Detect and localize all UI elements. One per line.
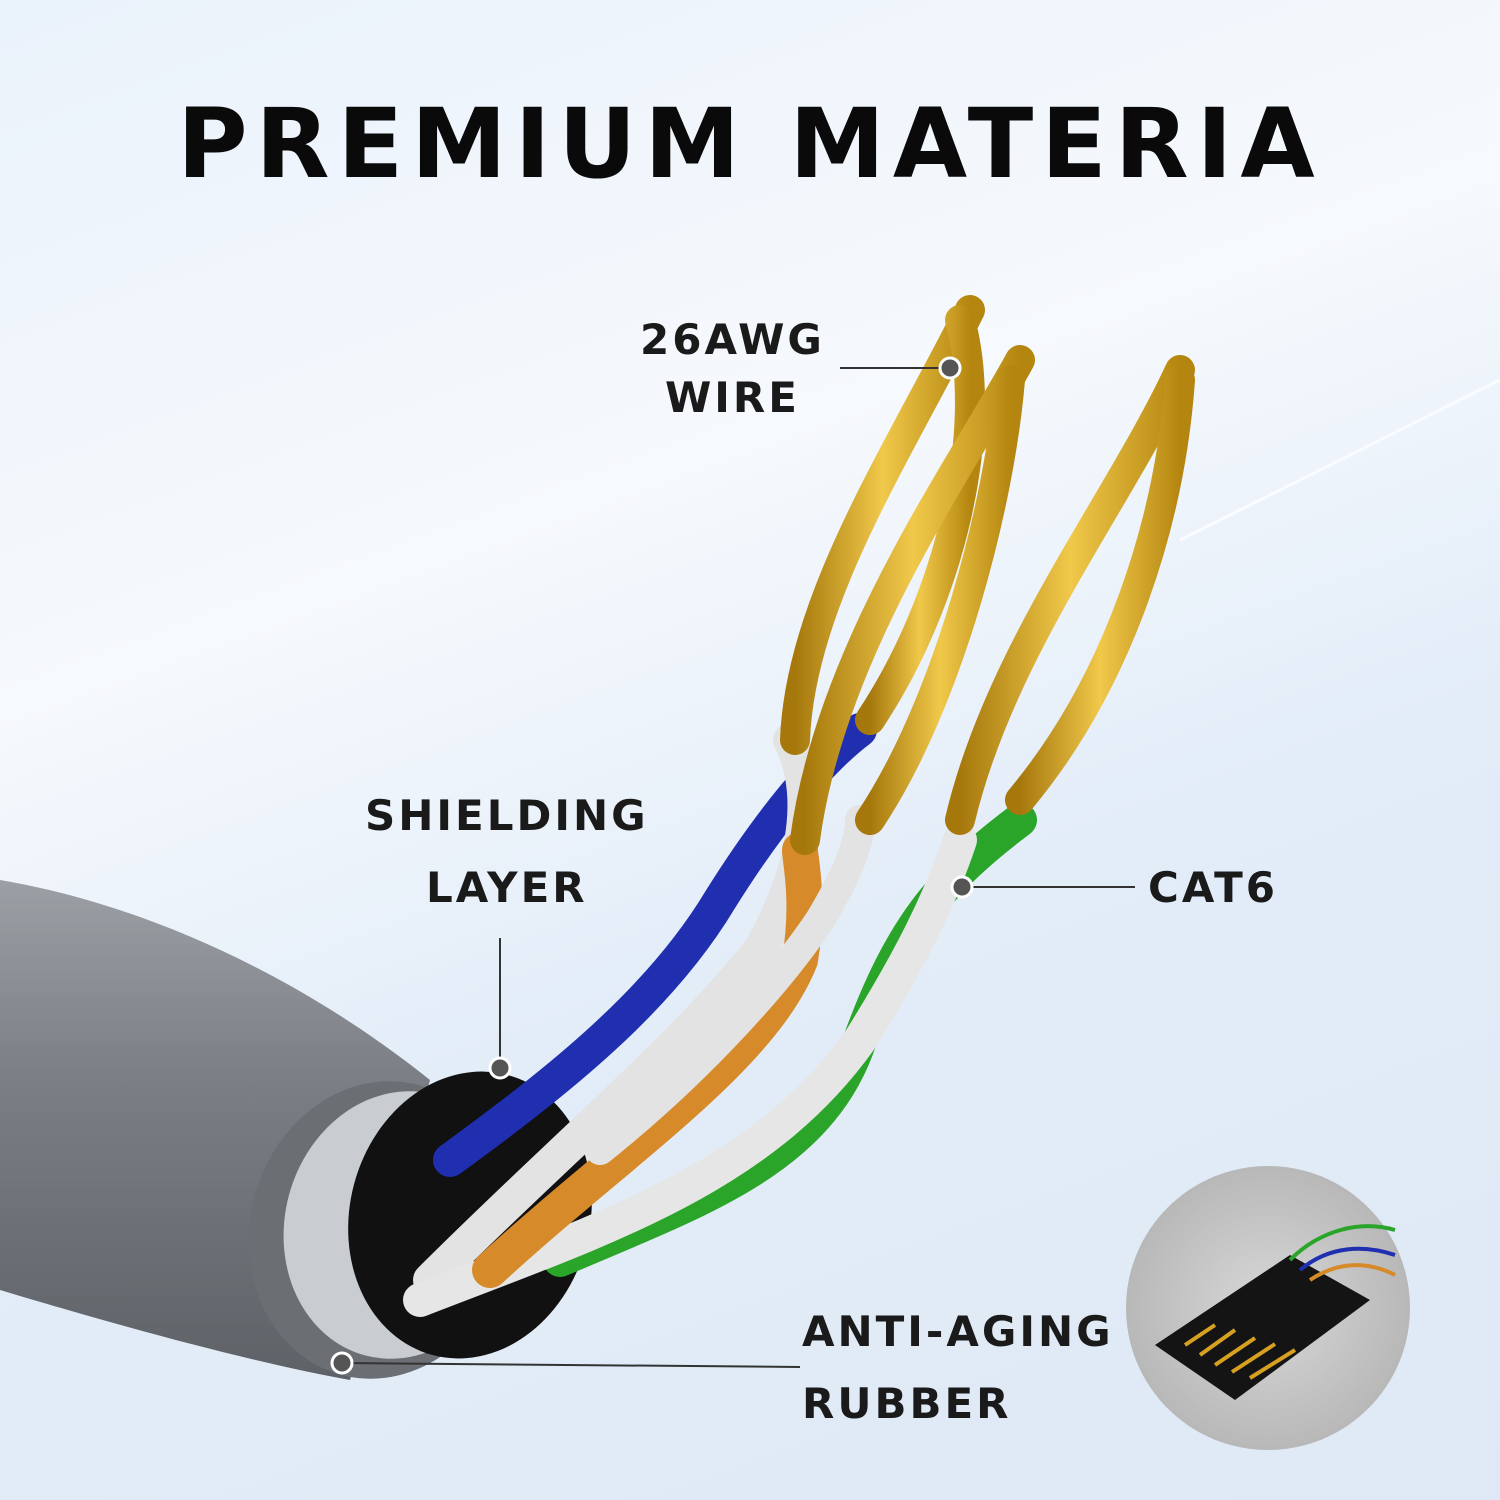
callout-shielding-layer: SHIELDING LAYER [365,780,649,924]
cable-jacket [0,880,592,1380]
gold-conductors [780,295,1195,855]
callout-line-1: 26AWG [640,315,825,364]
callout-line-2: RUBBER [802,1379,1012,1428]
callout-line-1: SHIELDING [365,791,649,840]
callout-lines [330,356,1135,1375]
connector-inset-image [1126,1166,1410,1450]
callout-line-1: CAT6 [1148,863,1278,912]
page-title: PREMIUM MATERIA [177,88,1323,200]
callout-anti-aging-rubber: ANTI-AGING RUBBER [802,1296,1114,1440]
callout-line-2: LAYER [425,863,588,912]
callout-26awg-wire: 26AWG WIRE [640,304,825,434]
twisted-pairs [403,713,1037,1317]
callout-cat6: CAT6 [1148,852,1278,924]
callout-line-2: WIRE [664,373,800,422]
callout-line-1: ANTI-AGING [802,1307,1114,1356]
